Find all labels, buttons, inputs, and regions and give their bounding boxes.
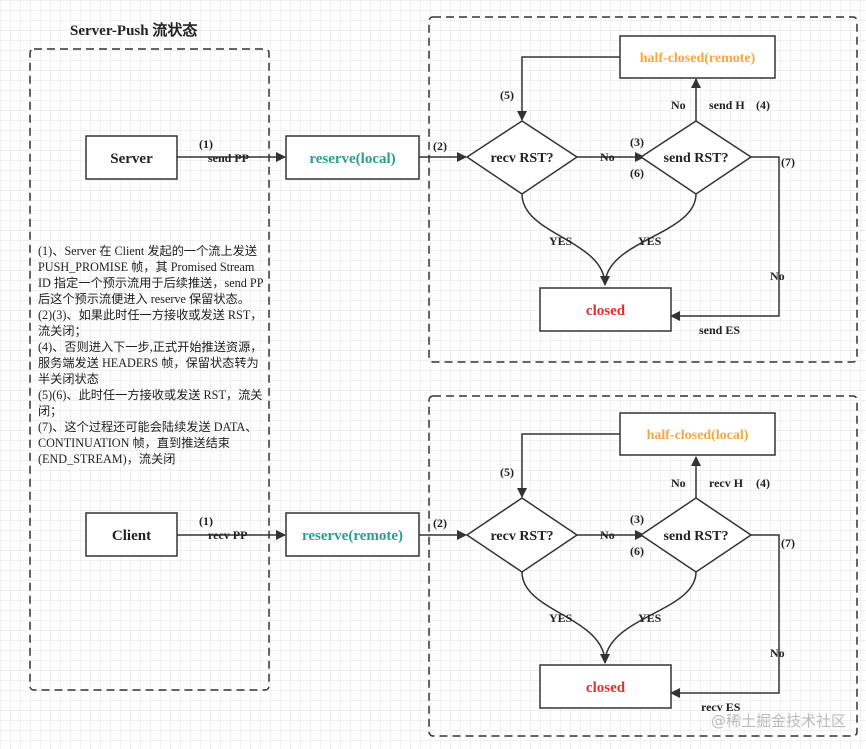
top-yes-right-label: YES — [638, 234, 662, 248]
explanation-notes: (1)、Server 在 Client 发起的一个流上发送 PUSH_PROMI… — [38, 243, 264, 467]
top-reserve-label: reserve(local) — [309, 151, 395, 167]
bottom-closed-label: closed — [586, 680, 626, 696]
top-yes-right-curve — [604, 193, 697, 286]
top-closed-label: closed — [586, 303, 626, 319]
top-step7-arrow — [670, 156, 780, 321]
top-step6-label: (6) — [630, 166, 644, 180]
top-step2-label: (2) — [433, 139, 447, 153]
top-no-mid-label: No — [600, 150, 615, 164]
bottom-step4-label: (4) — [756, 476, 770, 490]
bottom-step1-label: (1) — [199, 514, 213, 528]
top-step5-arrow — [517, 56, 620, 121]
top-yes-left-curve — [521, 193, 610, 286]
top-send-h-label: send H — [709, 98, 745, 112]
bottom-yes-right-label: YES — [638, 611, 662, 625]
top-half-closed-box — [619, 35, 776, 79]
top-send-es-label: send ES — [699, 323, 740, 337]
bottom-recv-rst-label: recv RST? — [490, 529, 553, 544]
note-3: (4)、否则进入下一步,正式开始推送资源，服务端发送 HEADERS 帧，保留状… — [38, 340, 263, 386]
bottom-panel — [428, 395, 858, 737]
bottom-reserve-box — [285, 512, 420, 557]
top-panel — [428, 16, 858, 363]
top-no-up-label: No — [671, 98, 686, 112]
bottom-yes-right-curve — [604, 571, 697, 664]
bottom-step5-arrow — [517, 433, 620, 498]
top-step3-label: (3) — [630, 135, 644, 149]
server-box — [85, 135, 178, 180]
note-1: (1)、Server 在 Client 发起的一个流上发送 PUSH_PROMI… — [38, 244, 264, 306]
bottom-half-closed-box — [619, 412, 776, 456]
bottom-step7-label: (7) — [781, 536, 795, 550]
note-5: (7)、这个过程还可能会陆续发送 DATA、CONTINUATION 帧，直到推… — [38, 420, 258, 466]
top-step7-label: (7) — [781, 155, 795, 169]
bottom-half-closed-label: half-closed(local) — [647, 428, 749, 443]
top-send-rst-label: send RST? — [664, 151, 729, 166]
bottom-step2-label: (2) — [433, 516, 447, 530]
bottom-reserve-label: reserve(remote) — [302, 528, 403, 544]
bottom-closed-box — [539, 664, 672, 709]
top-yes-left-label: YES — [549, 234, 573, 248]
bottom-recv-h-label: recv H — [709, 476, 744, 490]
top-no-right-label: No — [770, 269, 785, 283]
note-4: (5)(6)、此时任一方接收或发送 RST，流关闭； — [38, 388, 263, 418]
bottom-yes-left-curve — [521, 571, 610, 664]
bottom-step6-label: (6) — [630, 544, 644, 558]
bottom-no-right-label: No — [770, 646, 785, 660]
bottom-step7-arrow — [670, 534, 780, 698]
client-box — [85, 512, 178, 557]
top-closed-box — [539, 287, 672, 332]
top-step5-label: (5) — [500, 88, 514, 102]
bottom-recv-es-label: recv ES — [701, 700, 741, 714]
watermark: @稀土掘金技术社区 — [711, 712, 846, 730]
client-label: Client — [112, 528, 151, 544]
top-half-closed-label: half-closed(remote) — [640, 51, 756, 66]
bottom-no-mid-label: No — [600, 528, 615, 542]
left-panel — [29, 48, 270, 691]
top-recv-rst-label: recv RST? — [490, 151, 553, 166]
diagram-title: Server-Push 流状态 — [70, 21, 197, 39]
bottom-step5-label: (5) — [500, 465, 514, 479]
note-2: (2)(3)、如果此时任一方接收或发送 RST，流关闭； — [38, 308, 263, 338]
bottom-no-up-label: No — [671, 476, 686, 490]
top-step4-label: (4) — [756, 98, 770, 112]
top-reserve-box — [285, 135, 420, 180]
bottom-send-rst-label: send RST? — [664, 529, 729, 544]
top-edge1-label: send PP — [208, 151, 249, 165]
server-label: Server — [110, 151, 153, 167]
bottom-edge1-label: recv PP — [208, 528, 247, 542]
bottom-yes-left-label: YES — [549, 611, 573, 625]
bottom-step3-label: (3) — [630, 512, 644, 526]
top-step1-label: (1) — [199, 137, 213, 151]
